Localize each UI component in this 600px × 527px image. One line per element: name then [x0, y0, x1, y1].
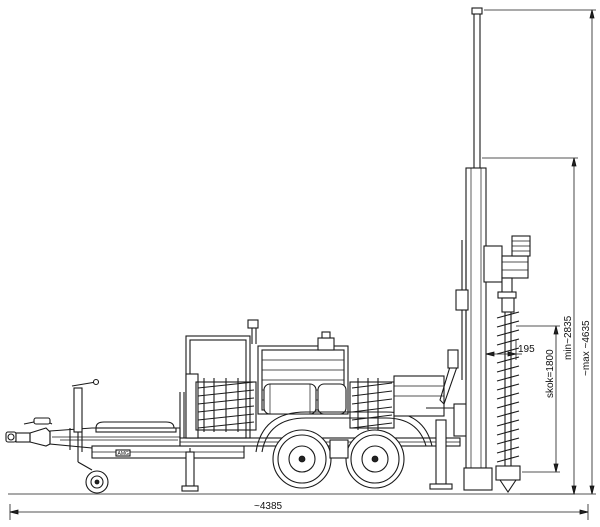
offset-dimension: 195	[485, 340, 535, 360]
wheel-front	[272, 429, 332, 489]
overall-length-label: ~4385	[254, 501, 283, 512]
max-height-label: ~max ~4635	[581, 320, 592, 376]
fender	[255, 375, 445, 453]
stroke-dimension: skok=1800	[516, 325, 560, 473]
nameplate-text: AMG	[118, 451, 130, 457]
operator-frame	[179, 319, 259, 439]
auger-rack-rear	[349, 378, 395, 430]
auger-rack-front	[195, 378, 257, 432]
axle-bracket	[329, 439, 349, 459]
drawbar-tank	[95, 421, 177, 433]
engine-unit	[257, 331, 349, 415]
drill-auger	[495, 311, 521, 493]
jockey-wheel	[71, 378, 109, 494]
drill-mast	[439, 7, 493, 491]
length-dimension: ~4385	[9, 501, 589, 520]
tow-hitch	[5, 417, 53, 447]
stroke-label: skok=1800	[545, 349, 556, 398]
wheel-rear	[345, 429, 405, 489]
min-height-dimension: min~2835	[482, 157, 578, 495]
min-height-label: min~2835	[563, 315, 574, 360]
drill-head	[483, 235, 531, 313]
rear-stabilizer	[426, 403, 469, 490]
offset-label: 195	[518, 344, 535, 355]
max-height-dimension: ~max ~4635	[484, 9, 596, 495]
